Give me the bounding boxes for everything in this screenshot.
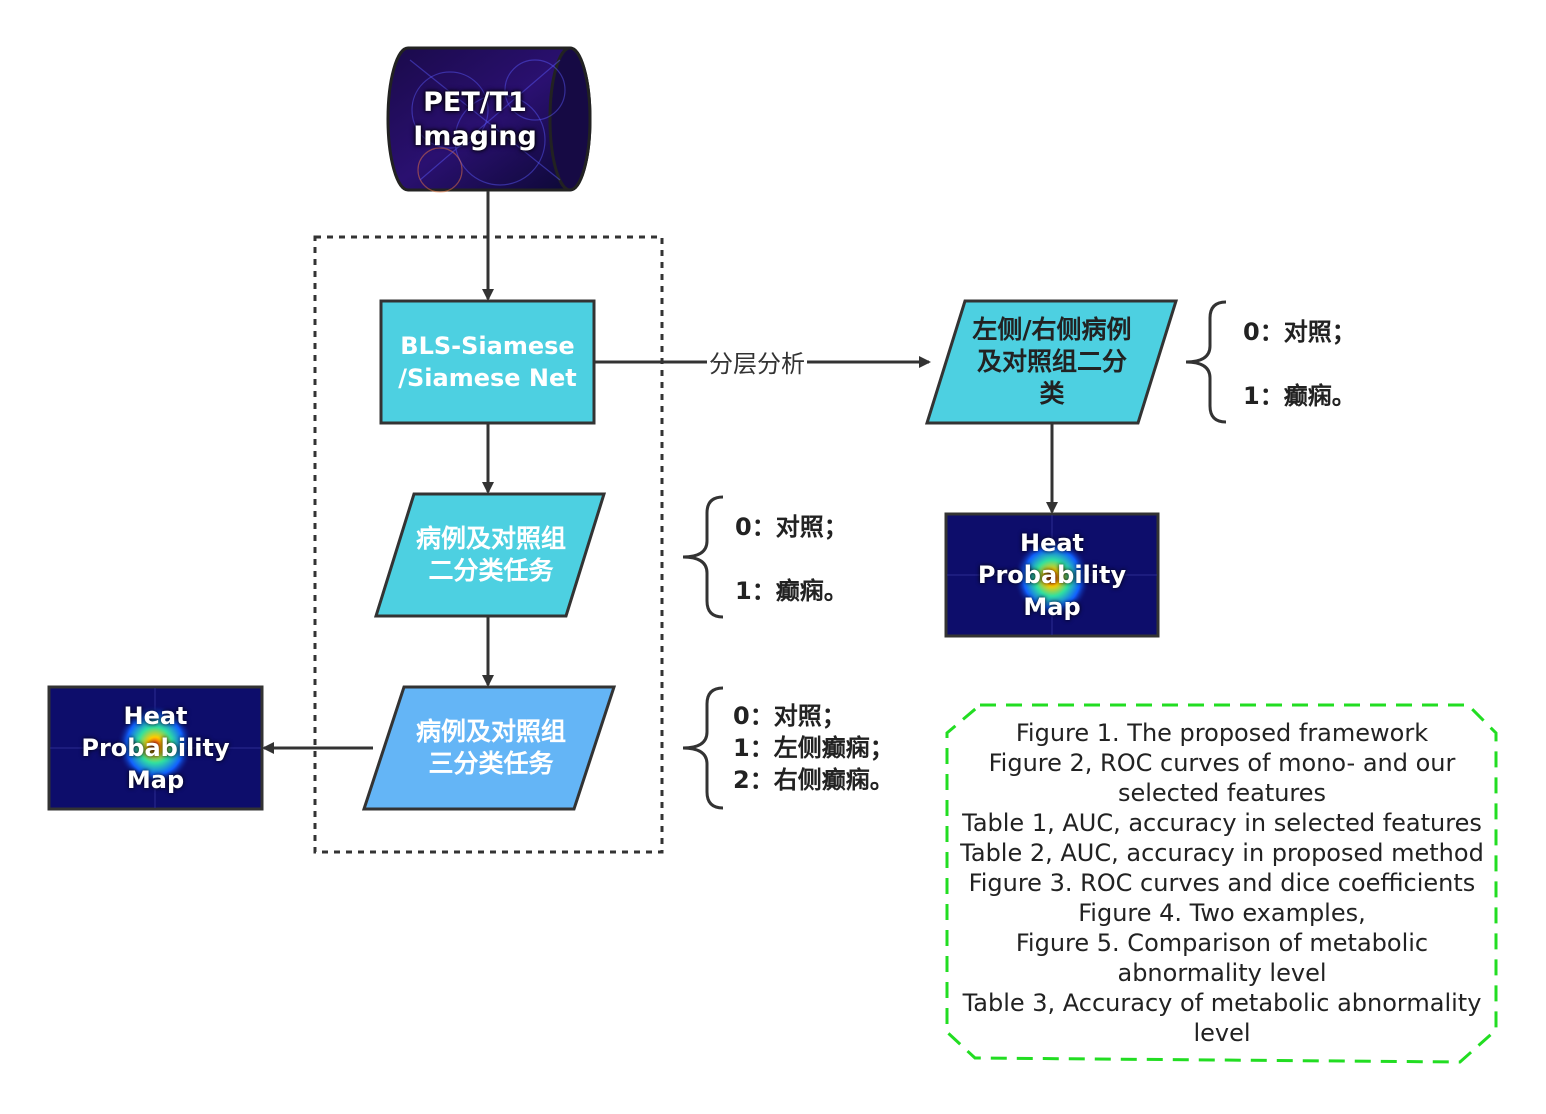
legend-item: 2：右侧癫痫。 [733, 766, 894, 794]
legend-item: 0：对照； [733, 702, 846, 730]
hierarchical-analysis-label: 分层分析 [707, 350, 807, 378]
heatmap-right-line: Map [1023, 593, 1081, 621]
model-label-line: BLS-Siamese [400, 332, 575, 360]
model-label: BLS-Siamese /Siamese Net [381, 301, 594, 423]
legend-item: 0：对照； [1243, 318, 1356, 346]
heatmap-left-line: Heat [123, 702, 188, 730]
ternary-legend: 0：对照； 1：左侧癫痫； 2：右侧癫痫。 [733, 700, 894, 796]
heatmap-left-line: Probability [81, 734, 230, 762]
heatmap-right-label: Heat Probability Map [946, 514, 1158, 636]
imaging-cylinder [386, 46, 592, 193]
figure-list-line: Figure 1. The proposed framework [1015, 719, 1429, 747]
binary-task-line: 二分类任务 [428, 556, 554, 585]
figure-list: Figure 1. The proposed framework Figure … [948, 718, 1496, 1048]
figure-list-line: Figure 5. Comparison of metabolic [1015, 929, 1429, 957]
figure-list-line: Table 2, AUC, accuracy in proposed metho… [960, 839, 1484, 867]
figure-list-line: Figure 2, ROC curves of mono- and our [988, 749, 1456, 777]
heatmap-right-line: Probability [977, 561, 1127, 589]
binary-task-line: 病例及对照组 [415, 524, 566, 553]
brace-ternary [682, 686, 724, 810]
imaging-label: PET/T1 Imaging [395, 50, 555, 190]
ternary-task-shape [361, 685, 617, 811]
side-task-line: 类 [1039, 379, 1065, 408]
brace-side [1185, 300, 1227, 424]
side-task-line: 左侧/右侧病例 [972, 315, 1132, 344]
figure-list-line: Figure 3. ROC curves and dice coefficien… [968, 869, 1476, 897]
heatmap-left-image [47, 685, 264, 811]
figure-list-line: Table 1, AUC, accuracy in selected featu… [962, 809, 1482, 837]
figure-list-line: selected features [1117, 779, 1327, 807]
ternary-task-label: 病例及对照组 三分类任务 [386, 687, 596, 809]
binary-legend: 0：对照； 1：癫痫。 [735, 511, 848, 607]
ternary-task-line: 病例及对照组 [415, 717, 566, 746]
model-box [379, 299, 596, 425]
side-legend: 0：对照； 1：癫痫。 [1243, 316, 1356, 412]
imaging-label-line: Imaging [413, 121, 537, 152]
figure-list-line: Figure 4. Two examples, [1078, 899, 1366, 927]
ternary-task-line: 三分类任务 [428, 749, 554, 778]
binary-task-label: 病例及对照组 二分类任务 [396, 494, 586, 616]
legend-item: 1：癫痫。 [735, 577, 848, 605]
imaging-label-line: PET/T1 [423, 87, 527, 118]
legend-item: 0：对照； [735, 513, 848, 541]
heatmap-right-line: Heat [1019, 529, 1085, 557]
side-task-line: 及对照组二分 [976, 347, 1127, 376]
legend-item: 1：癫痫。 [1243, 382, 1356, 410]
heatmap-left-line: Map [126, 766, 185, 794]
notes-frame [945, 703, 1498, 1064]
model-label-line: /Siamese Net [398, 364, 577, 392]
figure-list-line: abnormality level [1117, 959, 1327, 987]
heatmap-right-image [944, 512, 1160, 638]
heatmap-left-label: Heat Probability Map [49, 687, 262, 809]
side-task-label: 左侧/右侧病例 及对照组二分 类 [946, 301, 1158, 423]
side-task-shape [924, 299, 1179, 425]
legend-item: 1：左侧癫痫； [733, 734, 894, 762]
figure-list-line: Table 3, Accuracy of metabolic abnormali… [962, 989, 1482, 1017]
brace-binary [682, 495, 724, 619]
figure-list-line: level [1193, 1019, 1251, 1047]
binary-task-shape [373, 492, 607, 618]
